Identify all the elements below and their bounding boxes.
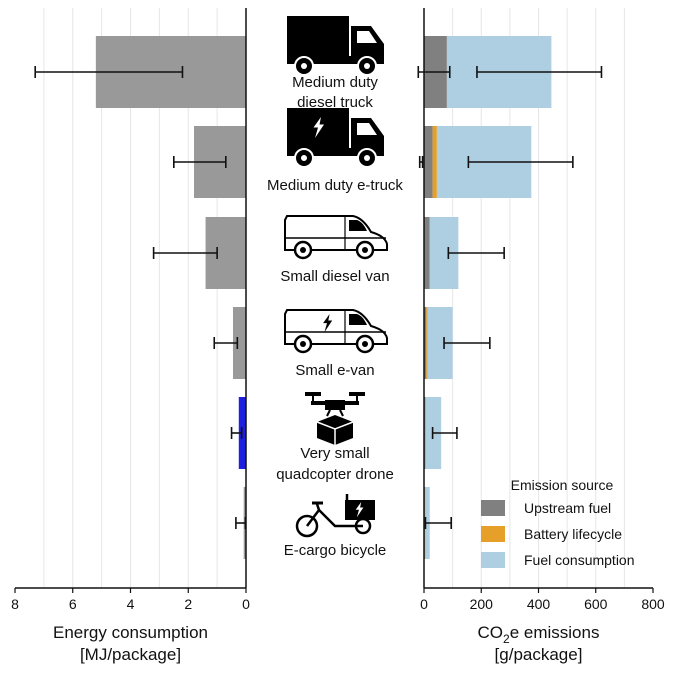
energy-tick-label: 6 <box>69 596 77 612</box>
legend-entry: Fuel consumption <box>524 552 635 568</box>
emissions-error-bar <box>424 517 452 529</box>
emissions-error-bar <box>431 427 458 439</box>
legend-swatch <box>481 526 505 542</box>
energy-error-bar <box>173 156 227 168</box>
vehicle-label: diesel truck <box>297 94 373 111</box>
emissions-error-bar <box>418 156 424 168</box>
energy-tick-label: 4 <box>127 596 135 612</box>
vehicle-label: quadcopter drone <box>276 466 394 483</box>
drone-icon <box>305 392 365 445</box>
energy-tick-label: 8 <box>11 596 19 612</box>
energy-tick-label: 0 <box>242 596 250 612</box>
vehicle-label: E-cargo bicycle <box>284 542 387 559</box>
vehicle-label: Medium duty <box>292 74 378 91</box>
energy-error-bar <box>213 337 239 349</box>
emissions-axis-label: CO2e emissions <box>478 623 600 646</box>
emissions-bar-segment <box>424 126 433 198</box>
energy-axis-unit: [MJ/package] <box>80 645 181 664</box>
energy-error-bar <box>230 427 243 439</box>
legend-swatch <box>481 500 505 516</box>
van-icon <box>284 215 388 260</box>
energy-error-bar <box>152 247 218 259</box>
legend-entry: Battery lifecycle <box>524 526 622 542</box>
energy-error-bar <box>34 66 184 78</box>
cargo-bike-icon <box>295 494 375 538</box>
energy-tick-label: 2 <box>184 596 192 612</box>
emissions-error-bar <box>467 156 574 168</box>
emissions-error-bar <box>447 247 505 259</box>
vehicle-label: Medium duty e-truck <box>267 177 403 194</box>
emissions-tick-label: 600 <box>584 596 608 612</box>
electric-van-icon <box>284 309 388 354</box>
legend-entry: Upstream fuel <box>524 500 611 516</box>
energy-axis-label: Energy consumption <box>53 623 208 642</box>
emissions-bar-segment <box>426 307 428 379</box>
emissions-error-bar <box>476 66 603 78</box>
emissions-bar-segment <box>425 397 427 469</box>
emissions-tick-label: 0 <box>420 596 428 612</box>
emissions-error-bar <box>443 337 491 349</box>
vehicle-label: Small diesel van <box>280 268 389 285</box>
emissions-axis-unit: [g/package] <box>495 645 583 664</box>
emissions-bar-segment <box>424 307 427 379</box>
vehicle-label: Small e-van <box>295 362 374 379</box>
vehicle-label: Very small <box>300 445 369 462</box>
legend-swatch <box>481 552 505 568</box>
legend-title: Emission source <box>511 477 614 493</box>
emissions-tick-label: 800 <box>641 596 665 612</box>
emissions-bar-segment <box>424 217 430 289</box>
truck-icon <box>287 16 384 76</box>
emissions-bar-segment <box>432 126 437 198</box>
emissions-tick-label: 400 <box>527 596 551 612</box>
emissions-tick-label: 200 <box>470 596 494 612</box>
electric-truck-icon <box>287 108 384 168</box>
energy-bar <box>233 307 246 379</box>
